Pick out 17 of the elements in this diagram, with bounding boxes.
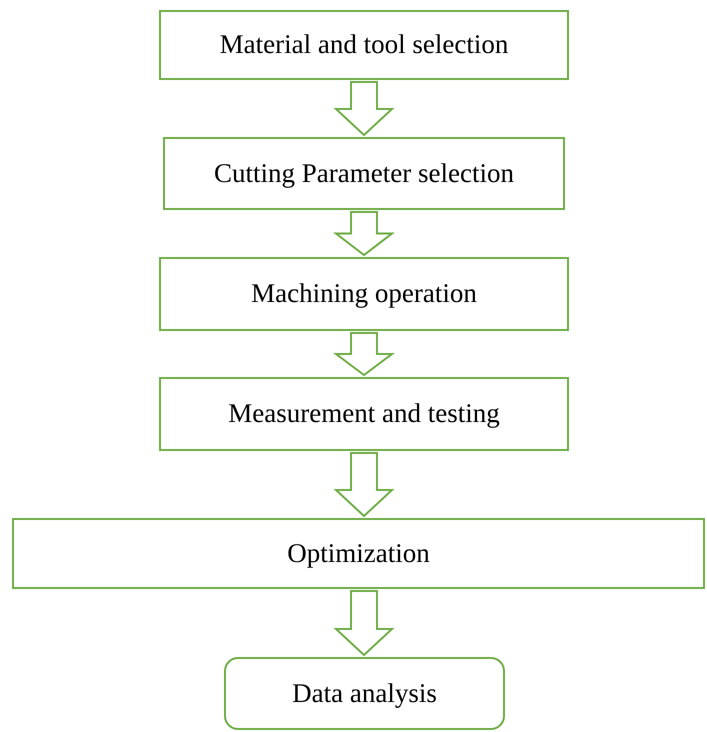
process-box xyxy=(163,137,565,210)
block-arrow xyxy=(333,452,395,518)
block-arrow xyxy=(333,211,395,256)
process-box xyxy=(12,518,705,589)
box-label: Data analysis xyxy=(292,678,437,710)
process-box xyxy=(159,257,569,331)
process-box xyxy=(159,377,569,451)
terminal-box xyxy=(224,657,505,730)
box-label: Optimization xyxy=(287,538,430,570)
box-label: Measurement and testing xyxy=(228,398,500,430)
block-arrow xyxy=(333,81,395,136)
box-label: Material and tool selection xyxy=(220,29,508,61)
box-label: Cutting Parameter selection xyxy=(214,158,514,190)
block-arrow xyxy=(333,590,395,656)
process-box xyxy=(159,10,569,80)
box-label: Machining operation xyxy=(251,278,477,310)
block-arrow xyxy=(333,332,395,376)
